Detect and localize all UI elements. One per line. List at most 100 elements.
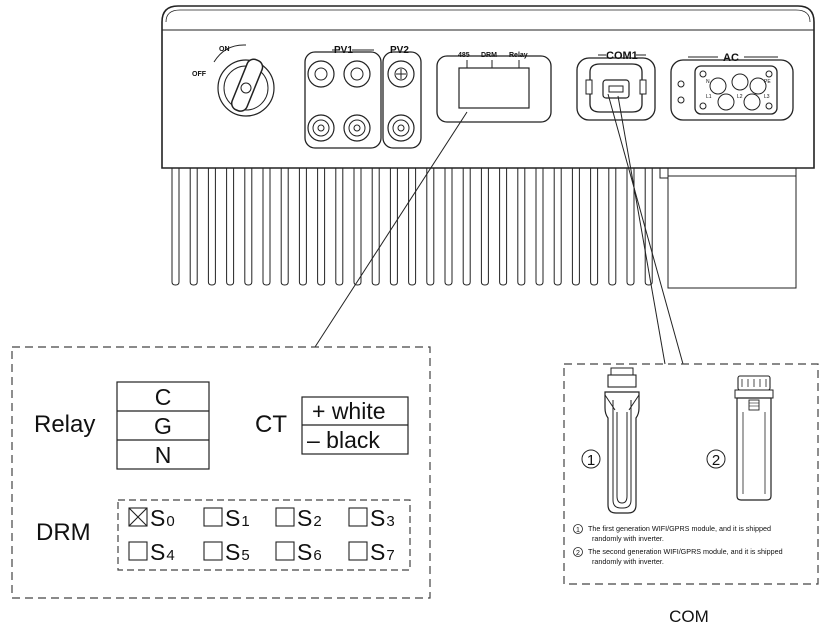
- detail-panel-frame: [11, 346, 431, 599]
- heat-sink-fin: [535, 168, 544, 286]
- heat-sink-fin: [171, 168, 180, 286]
- drm-switch-subscript: 2: [313, 513, 321, 530]
- drm-switch-label: S6: [297, 539, 322, 565]
- heat-sink-fin: [462, 168, 471, 286]
- drm-switch-subscript: 3: [386, 513, 394, 530]
- drm-switch-subscript: 7: [386, 547, 394, 564]
- heat-sink-fin: [553, 168, 562, 286]
- wifi-gprs-module-gen2: [734, 375, 774, 501]
- heat-sink-fin: [262, 168, 271, 286]
- checkbox-icon[interactable]: [348, 541, 368, 561]
- heat-sink-fin: [571, 168, 580, 286]
- heat-sink-fin: [444, 168, 453, 286]
- ac-pin-pe-label: PE: [764, 79, 771, 85]
- heat-sink-fins: [171, 168, 653, 286]
- heat-sink-fin: [608, 168, 617, 286]
- pv2-positive-connector[interactable]: [387, 60, 415, 88]
- drm-switch-subscript: 6: [313, 547, 321, 564]
- checkbox-icon[interactable]: [275, 507, 295, 527]
- relay-terminal-n: N: [155, 442, 172, 468]
- com-panel-frame: [563, 363, 819, 585]
- drm-switch-s0[interactable]: S0: [128, 505, 175, 531]
- drm-switch-s6[interactable]: S6: [275, 539, 322, 565]
- note2-line1: The second generation WIFI/GPRS module, …: [588, 547, 783, 556]
- pv1-positive-connector-b[interactable]: [343, 60, 371, 88]
- heat-sink-fin: [226, 168, 235, 286]
- drm-switch-s5[interactable]: S5: [203, 539, 250, 565]
- drm-switch-label: S7: [370, 539, 395, 565]
- heat-sink-fin: [207, 168, 216, 286]
- pv2-negative-connector[interactable]: [387, 114, 415, 142]
- ac-pin-n-label: N: [706, 79, 710, 85]
- wifi-gprs-module-gen1: [604, 367, 640, 514]
- module1-number-circle: [581, 449, 601, 469]
- com-caption: COM: [669, 607, 709, 626]
- heat-sink-fin: [517, 168, 526, 286]
- check-mark-icon: [128, 507, 148, 527]
- pv1-negative-connector-a[interactable]: [307, 114, 335, 142]
- note1-number-circle: [573, 524, 583, 534]
- dc-switch[interactable]: [213, 44, 275, 117]
- heat-sink-fin: [590, 168, 599, 286]
- drm-switch-label: S1: [225, 505, 250, 531]
- drm-switch-s1[interactable]: S1: [203, 505, 250, 531]
- port-drm-label: DRM: [481, 52, 497, 59]
- ct-white-wire: + white: [312, 398, 386, 424]
- heat-sink-fin: [317, 168, 326, 286]
- drm-switch-subscript: 4: [166, 547, 174, 564]
- switch-off-label: OFF: [192, 71, 207, 78]
- heat-sink-fin: [189, 168, 198, 286]
- checkbox-icon[interactable]: [203, 507, 223, 527]
- switch-on-label: ON: [219, 46, 230, 53]
- drm-switch-label: S3: [370, 505, 395, 531]
- checkbox-icon[interactable]: [203, 541, 223, 561]
- port-485-label: 485: [458, 52, 470, 59]
- drm-switch-label: S0: [150, 505, 175, 531]
- pv1-positive-connector-a[interactable]: [307, 60, 335, 88]
- pv2-label: PV2: [390, 45, 409, 56]
- ac-pin-l3-label: L3: [764, 94, 770, 100]
- drm-switch-s4[interactable]: S4: [128, 539, 175, 565]
- note1-line2: randomly with inverter.: [592, 534, 664, 543]
- heat-sink-fin: [426, 168, 435, 286]
- ac-label: AC: [723, 52, 739, 64]
- drm-label: DRM: [36, 519, 91, 546]
- port-relay-label: Relay: [509, 52, 528, 59]
- heat-sink-fin: [298, 168, 307, 286]
- callout-line-com1-left: [607, 93, 684, 365]
- heat-sink-fin: [626, 168, 635, 286]
- callout-line-comm-port: [314, 111, 468, 348]
- checkbox-icon[interactable]: [128, 541, 148, 561]
- drm-switch-s2[interactable]: S2: [275, 505, 322, 531]
- heat-sink-fin: [244, 168, 253, 286]
- ct-label: CT: [255, 411, 287, 438]
- drm-switch-s7[interactable]: S7: [348, 539, 395, 565]
- relay-terminal-block: [116, 381, 210, 470]
- relay-terminal-c: C: [155, 384, 172, 410]
- comm-port[interactable]: [436, 55, 552, 123]
- com1-port[interactable]: [576, 54, 656, 121]
- relay-label: Relay: [34, 411, 95, 438]
- module2-number-circle: [706, 449, 726, 469]
- ac-pin-l2-label: L2: [737, 94, 743, 100]
- ac-terminal[interactable]: [670, 56, 794, 121]
- note1-line1: The first generation WIFI/GPRS module, a…: [588, 524, 771, 533]
- ac-pin-l1-label: L1: [706, 94, 712, 100]
- drm-switch-label: S5: [225, 539, 250, 565]
- drm-switch-subscript: 1: [241, 513, 249, 530]
- drm-switch-s3[interactable]: S3: [348, 505, 395, 531]
- note2-number: 2: [576, 550, 580, 557]
- heat-sink-fin: [480, 168, 489, 286]
- heat-sink-fin: [335, 168, 344, 286]
- mounting-bracket: [659, 165, 797, 289]
- relay-terminal-g: G: [154, 413, 172, 439]
- note2-number-circle: [573, 547, 583, 557]
- note1-number: 1: [576, 527, 580, 534]
- checkbox-icon[interactable]: [348, 507, 368, 527]
- heat-sink-fin: [280, 168, 289, 286]
- heat-sink-fin: [353, 168, 362, 286]
- heat-sink-fin: [371, 168, 380, 286]
- checkbox-icon[interactable]: [275, 541, 295, 561]
- pv1-negative-connector-b[interactable]: [343, 114, 371, 142]
